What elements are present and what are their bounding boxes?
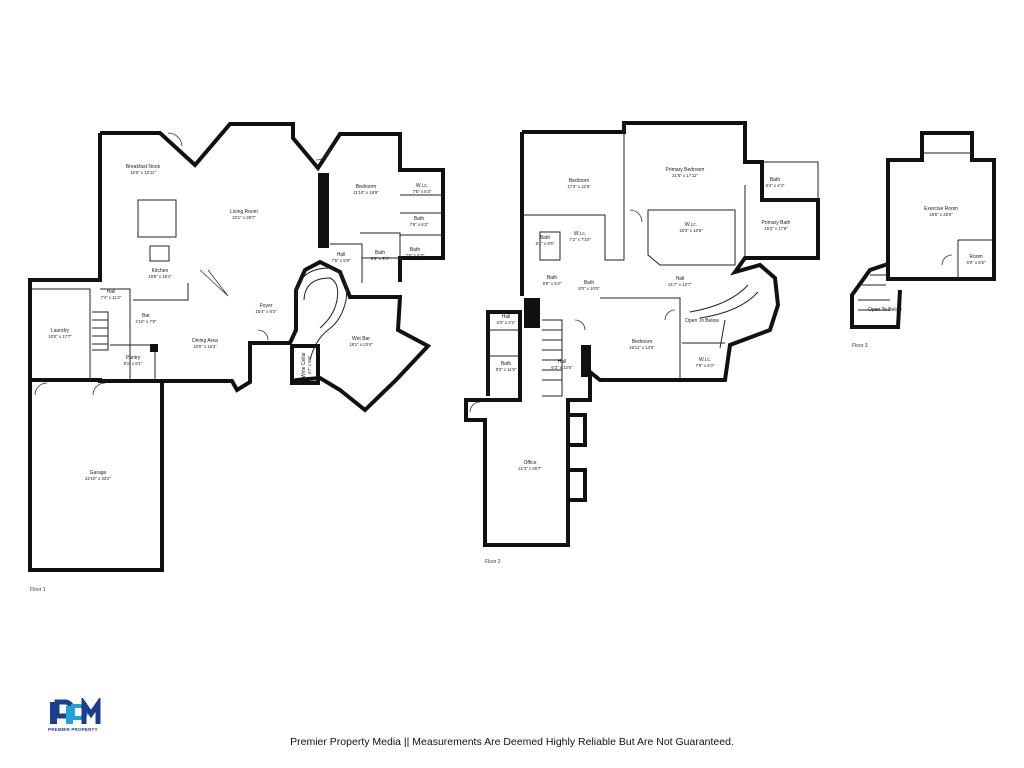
room-bedroom-f2b-name: Bedroom bbox=[632, 339, 652, 345]
room-pantry-dim: 9'1" x 6'1" bbox=[124, 361, 143, 366]
floor-label-2: Floor 2 bbox=[485, 559, 501, 565]
room-dining-area-dim: 16'0" x 16'3" bbox=[193, 344, 217, 349]
room-room-f3-name: Room bbox=[969, 254, 982, 260]
room-hall-f2c-dim: 6'3" x 12'6" bbox=[551, 365, 573, 370]
room-primary-bedroom-name: Primary Bedroom bbox=[666, 167, 705, 173]
room-bath-f2a-name: Bath bbox=[770, 177, 781, 183]
room-foyer-dim: 15'4" x 8'4" bbox=[255, 309, 277, 314]
room-wic-f2b-name: W.i.c. bbox=[574, 231, 586, 237]
room-garage-dim: 22'10" x 33'2" bbox=[85, 476, 111, 481]
room-bath-f2a-dim: 6'4" x 4'4" bbox=[766, 183, 785, 188]
room-office-dim: 21'3" x 28'7" bbox=[518, 466, 542, 471]
room-living-room-name: Living Room bbox=[230, 209, 258, 215]
room-exercise-room-dim: 18'5" x 25'6" bbox=[929, 212, 953, 217]
room-wic-f2c-dim: 7'9" x 6'3" bbox=[696, 363, 715, 368]
room-bath-f2d-name: Bath bbox=[584, 280, 595, 286]
room-bath-f1a-name: Bath bbox=[414, 216, 425, 222]
room-primary-bath-name: Primary Bath bbox=[762, 220, 791, 226]
room-bath-f2b-name: Bath bbox=[540, 235, 551, 241]
room-bedroom-f1-dim: 11'10" x 19'9" bbox=[353, 190, 379, 195]
room-bedroom-f2b-dim: 15'11" x 14'5" bbox=[629, 345, 655, 350]
room-bath-f2d-dim: 8'0" x 10'0" bbox=[578, 286, 600, 291]
room-hall-f2b-dim: 6'3" x 2'2" bbox=[497, 320, 516, 325]
floor-3-room-labels: Exercise Room 18'5" x 25'6" Room 6'0" x … bbox=[868, 206, 986, 313]
room-hall-f1a-name: Hall bbox=[337, 252, 346, 258]
room-hall-f2a-name: Hall bbox=[676, 276, 685, 282]
room-exercise-room-name: Exercise Room bbox=[924, 206, 958, 212]
footer-disclaimer: Premier Property Media || Measurements A… bbox=[290, 736, 734, 748]
room-bath-f1c-name: Bath bbox=[375, 250, 386, 256]
room-wic-f1-name: W.i.c. bbox=[416, 183, 428, 189]
room-bath-f2c-name: Bath bbox=[547, 275, 558, 281]
floor-1-room-labels: Breakfast Nook 16'6" x 10'11" Living Roo… bbox=[48, 164, 432, 481]
room-bath-f2b-dim: 8'1" x 9'5" bbox=[536, 241, 555, 246]
room-kitchen-name: Kitchen bbox=[152, 268, 169, 274]
room-breakfast-nook-name: Breakfast Nook bbox=[126, 164, 161, 170]
room-wic-f2a-name: W.i.c. bbox=[685, 222, 697, 228]
room-room-f3-dim: 6'0" x 5'6" bbox=[967, 260, 986, 265]
room-bath-f2e-name: Bath bbox=[501, 361, 512, 367]
room-bedroom-f1-name: Bedroom bbox=[356, 184, 376, 190]
logo-subtitle: PREMIER PROPERTY bbox=[48, 727, 98, 732]
room-bar-name: Bar bbox=[142, 313, 150, 319]
room-open-below-f2-name: Open To Below bbox=[685, 318, 719, 324]
room-hall-f1b-dim: 7'4" x 11'2" bbox=[101, 295, 122, 300]
room-wic-f2a-dim: 15'3" x 10'6" bbox=[679, 228, 703, 233]
floor-label-1: Floor 1 bbox=[30, 587, 46, 593]
room-bath-f1b-dim: 7'6" x 5'3" bbox=[406, 253, 425, 258]
room-laundry-name: Laundry bbox=[51, 328, 70, 334]
room-foyer-name: Foyer bbox=[260, 303, 273, 309]
floor-3-plan: Floor 3 bbox=[850, 131, 996, 349]
room-bath-f1b-name: Bath bbox=[410, 247, 421, 253]
room-office-name: Office bbox=[524, 460, 537, 466]
room-open-below-f3-name: Open To Below bbox=[868, 307, 902, 313]
room-hall-f2a-dim: 21'7" x 12'7" bbox=[668, 282, 692, 287]
room-bath-f1c-dim: 6'6" x 9'3" bbox=[371, 256, 390, 261]
room-primary-bedroom-dim: 21'5" x 17'11" bbox=[672, 173, 698, 178]
room-wic-f2c-name: W.i.c. bbox=[699, 357, 711, 363]
room-bar-dim: 4'10" x 7'8" bbox=[135, 319, 157, 324]
floor-1-plan: Floor 1 bbox=[28, 122, 445, 593]
room-wet-bar-name: Wet Bar bbox=[352, 336, 370, 342]
room-hall-f2b-name: Hall bbox=[502, 314, 511, 320]
room-dining-area-name: Dining Area bbox=[192, 338, 218, 344]
room-wic-f1-dim: 7'5" x 5'3" bbox=[413, 189, 432, 194]
room-garage-name: Garage bbox=[90, 470, 107, 476]
room-wet-bar-dim: 18'1" x 23'4" bbox=[349, 342, 373, 347]
floor-label-3: Floor 3 bbox=[852, 343, 868, 349]
room-bedroom-f2a-dim: 17'3" x 22'6" bbox=[567, 184, 591, 189]
room-primary-bath-dim: 15'2" x 17'9" bbox=[764, 226, 788, 231]
premier-property-media-logo bbox=[50, 698, 101, 724]
room-wine-cellar-name: Wine Cellar bbox=[301, 352, 307, 378]
room-bath-f2c-dim: 9'9" x 6'2" bbox=[543, 281, 562, 286]
room-hall-f1a-dim: 7'5" x 5'8" bbox=[332, 258, 351, 263]
room-bath-f2e-dim: 8'3" x 11'5" bbox=[496, 367, 517, 372]
room-pantry-name: Pantry bbox=[126, 355, 141, 361]
room-wine-cellar-dim: 4'7" x 8'3" bbox=[307, 355, 312, 374]
room-bath-f1a-dim: 7'9" x 6'2" bbox=[410, 222, 429, 227]
floor-2-plan: Floor 2 bbox=[464, 121, 820, 565]
room-living-room-dim: 22'1" x 29'7" bbox=[232, 215, 256, 220]
room-laundry-dim: 10'0" x 17'7" bbox=[48, 334, 72, 339]
room-hall-f1b-name: Hall bbox=[107, 289, 116, 295]
room-hall-f2c-name: Hall bbox=[558, 359, 567, 365]
room-breakfast-nook-dim: 16'6" x 10'11" bbox=[130, 170, 156, 175]
floor-2-room-labels: Bedroom 17'3" x 22'6" Primary Bedroom 21… bbox=[496, 167, 791, 471]
room-kitchen-dim: 18'8" x 18'4" bbox=[148, 274, 172, 279]
room-bedroom-f2a-name: Bedroom bbox=[569, 178, 589, 184]
room-wic-f2b-dim: 7'2" x 7'10" bbox=[569, 237, 591, 242]
